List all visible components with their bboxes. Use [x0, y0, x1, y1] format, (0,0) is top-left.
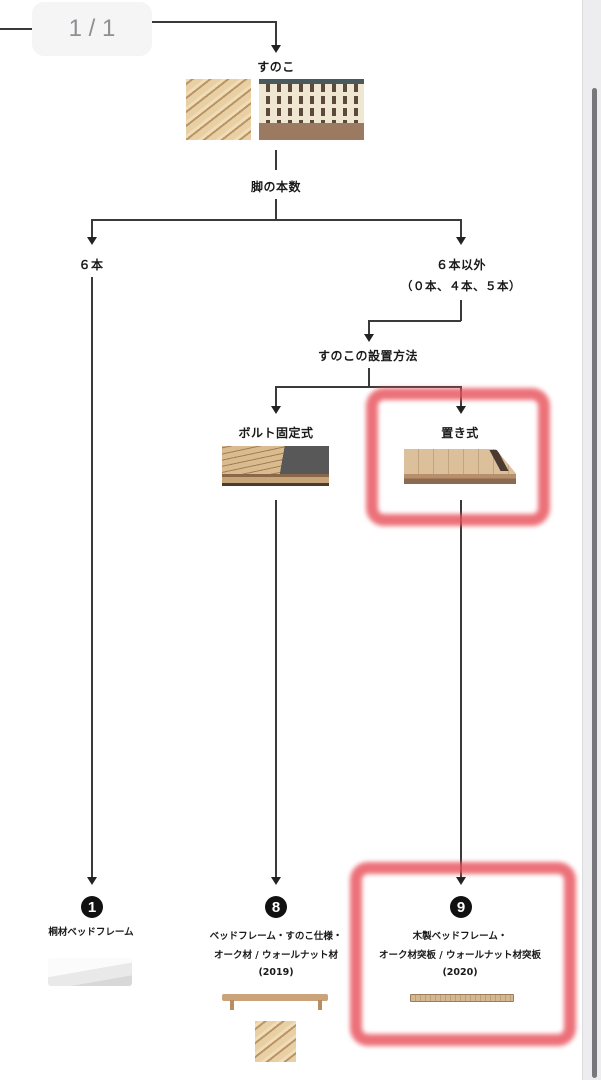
- connector: [91, 219, 93, 239]
- result-number-badge: 1: [81, 896, 103, 918]
- connector: [460, 219, 462, 239]
- image-placed-slat-board: [404, 449, 516, 484]
- connector-6-legs-to-result: [91, 277, 93, 879]
- node-bolt-fixed: ボルト固定式: [238, 426, 314, 440]
- arrow-down-icon: [87, 877, 97, 885]
- node-6-legs: ６本: [78, 258, 104, 272]
- result-9-line-1: 木製ベッドフレーム・: [412, 931, 508, 942]
- node-other-legs-detail: （０本、４本、５本）: [401, 279, 521, 293]
- connector-split-legs: [91, 219, 461, 221]
- image-bolt-fixed-slats: [222, 446, 329, 486]
- arrow-down-icon: [456, 406, 466, 414]
- scrollbar-thumb[interactable]: [592, 88, 597, 1078]
- arrow-down-icon: [456, 877, 466, 885]
- connector-top: [152, 21, 276, 23]
- highlight-result-9: [350, 862, 576, 1046]
- result-8-line-1: ベッドフレーム・すのこ仕様・: [209, 931, 343, 942]
- image-wooden-low-frame: [222, 994, 328, 1001]
- highlight-placed: [366, 388, 550, 526]
- connector-root-drop: [275, 21, 277, 47]
- page-indicator: 1 / 1: [32, 2, 152, 56]
- arrow-down-icon: [87, 237, 97, 245]
- result-number-badge: 8: [265, 896, 287, 918]
- image-slatted-wood: [186, 79, 251, 140]
- connector-placed-to-result: [460, 500, 462, 879]
- connector: [368, 320, 370, 336]
- result-number-badge: 9: [450, 896, 472, 918]
- result-1-title: 桐材ベッドフレーム: [48, 927, 134, 938]
- connector: [275, 386, 277, 408]
- connector: [275, 199, 277, 219]
- arrow-down-icon: [271, 877, 281, 885]
- node-sunoko: すのこ: [257, 60, 295, 74]
- connector-split-install: [275, 386, 461, 388]
- connector-bolt-to-result: [275, 500, 277, 879]
- connector: [275, 150, 277, 170]
- result-8-line-3: (2019): [258, 967, 294, 978]
- result-9-line-2: オーク材突板 / ウォールナット材突板: [378, 950, 542, 961]
- image-white-bed-base: [48, 958, 132, 986]
- arrow-down-icon: [456, 237, 466, 245]
- frame-leg: [230, 1000, 234, 1010]
- connector: [368, 320, 461, 322]
- node-leg-count: 脚の本数: [250, 180, 301, 194]
- page-indicator-text: 1 / 1: [68, 15, 116, 42]
- node-other-legs: ６本以外: [435, 258, 486, 272]
- arrow-down-icon: [271, 406, 281, 414]
- image-flat-wood-platform: [410, 994, 514, 1002]
- frame-leg: [318, 1000, 322, 1010]
- connector-top-left: [0, 28, 32, 30]
- node-placed: 置き式: [441, 426, 479, 440]
- image-slat-closeup: [255, 1021, 296, 1062]
- arrow-down-icon: [271, 45, 281, 53]
- image-lattice-slat-frame: [259, 79, 364, 140]
- node-install-method: すのこの設置方法: [317, 349, 418, 363]
- result-8-line-2: オーク材 / ウォールナット材: [213, 950, 339, 961]
- result-9-line-3: (2020): [442, 967, 478, 978]
- arrow-down-icon: [364, 334, 374, 342]
- connector: [368, 368, 370, 387]
- connector: [460, 300, 462, 321]
